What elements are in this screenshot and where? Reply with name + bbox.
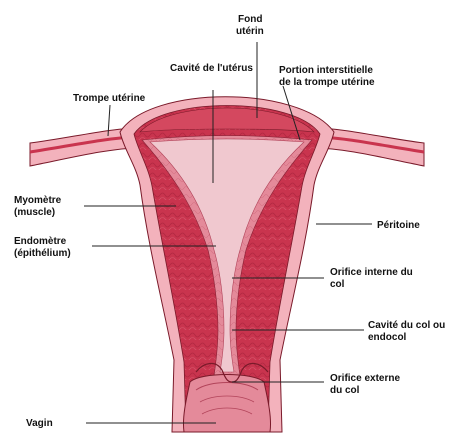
label-orifice-externe-1: Orifice externe xyxy=(330,373,400,384)
label-cavite-col-2: endocol xyxy=(368,332,407,343)
label-orifice-interne-1: Orifice interne du xyxy=(330,267,413,278)
label-peritoine: Péritoine xyxy=(377,220,420,231)
label-fond-uterin-1: Fond xyxy=(238,14,262,25)
label-myometre-2: (muscle) xyxy=(14,207,55,218)
label-orifice-externe-2: du col xyxy=(330,385,360,396)
label-endometre-1: Endomètre xyxy=(14,236,67,247)
label-trompe-uterine: Trompe utérine xyxy=(73,93,146,104)
label-myometre-1: Myomètre xyxy=(14,195,62,206)
label-vagin: Vagin xyxy=(26,418,53,429)
label-portion-interstitielle-2: de la trompe utérine xyxy=(279,77,375,88)
label-cavite-uterus: Cavité de l'utérus xyxy=(170,63,253,74)
label-orifice-interne-2: col xyxy=(330,279,345,290)
label-fond-uterin-2: utérin xyxy=(236,26,264,37)
label-portion-interstitielle-1: Portion interstitielle xyxy=(279,65,373,76)
label-endometre-2: (épithélium) xyxy=(14,248,71,259)
label-cavite-col-1: Cavité du col ou xyxy=(368,320,445,331)
